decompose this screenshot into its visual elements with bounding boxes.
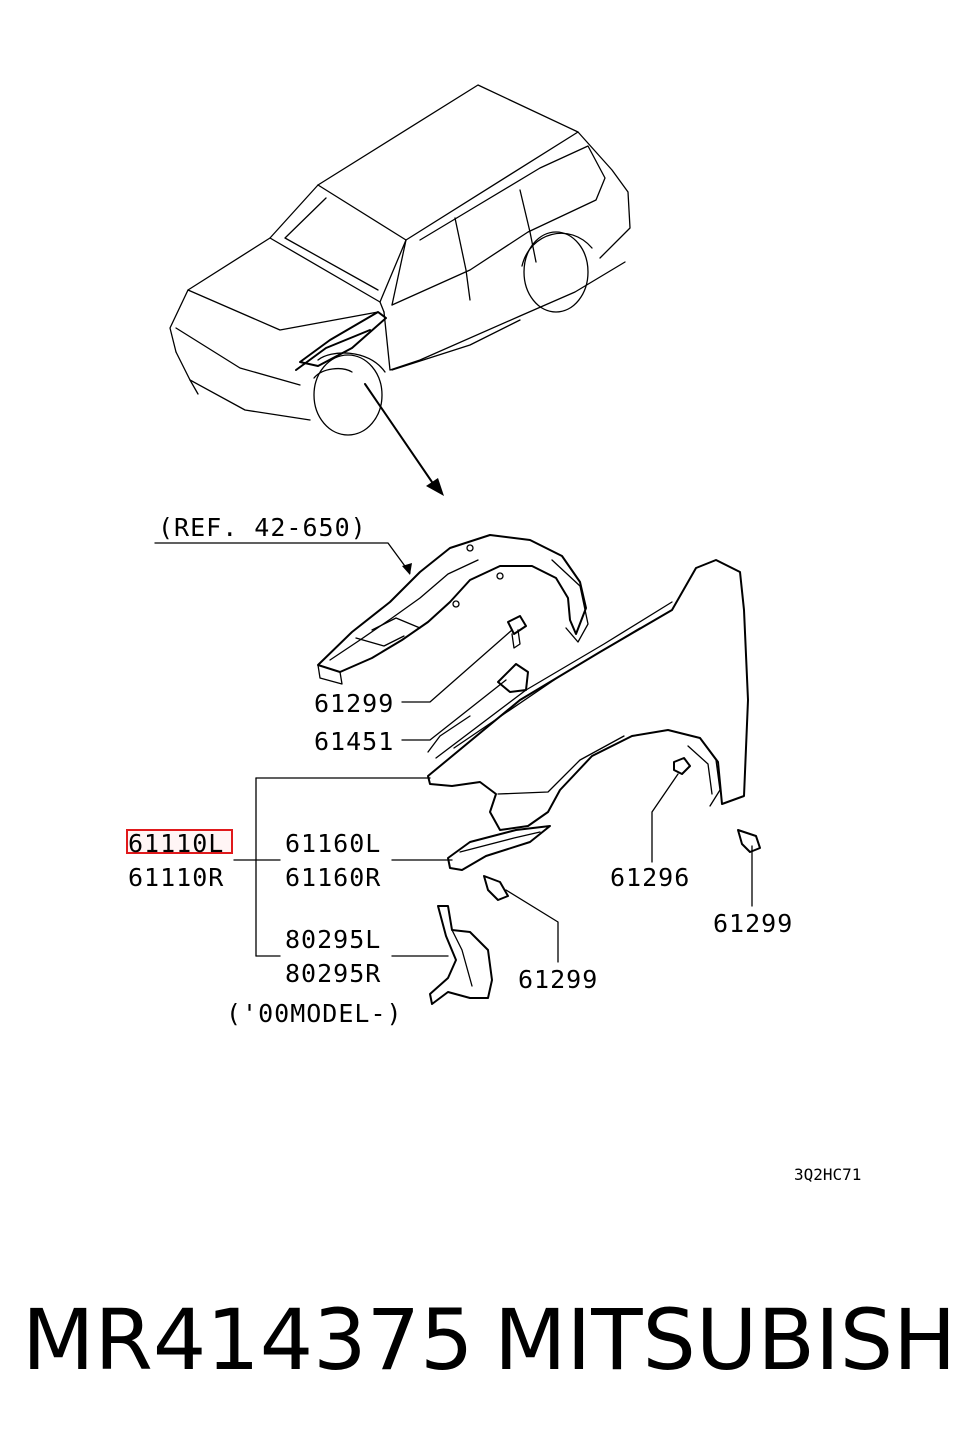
label-61160R: 61160R	[285, 863, 381, 892]
label-80295L: 80295L	[285, 925, 381, 954]
brand-name: MITSUBISHI	[494, 1291, 960, 1389]
label-61299-bottom: 61299	[518, 965, 598, 994]
figure-code: 3Q2HC71	[794, 1165, 861, 1184]
reference-callout: (REF. 42-650)	[154, 513, 412, 575]
footer: MR414375 MITSUBISHI	[0, 1285, 960, 1395]
label-61110L: 61110L	[128, 829, 224, 858]
label-61299-right: 61299	[713, 909, 793, 938]
hardware-parts	[429, 615, 761, 1005]
label-61110R: 61110R	[128, 863, 224, 892]
inner-fender-liner	[317, 534, 589, 685]
label-61296: 61296	[610, 863, 690, 892]
leader-lines	[233, 629, 753, 963]
label-80295R: 80295R	[285, 959, 381, 988]
label-model-note: ('00MODEL-)	[226, 999, 403, 1028]
label-61451: 61451	[314, 727, 394, 756]
vehicle-illustration	[169, 84, 631, 436]
part-labels: 61299 61451 61110L 61110R 61160L 61160R …	[126, 689, 861, 1184]
reference-label: (REF. 42-650)	[158, 513, 367, 542]
part-number: MR414375	[22, 1291, 474, 1389]
label-61299-top: 61299	[314, 689, 394, 718]
label-61160L: 61160L	[285, 829, 381, 858]
detail-arrow	[364, 383, 444, 496]
highlight-box	[126, 829, 233, 854]
front-fender-panel	[427, 559, 749, 831]
